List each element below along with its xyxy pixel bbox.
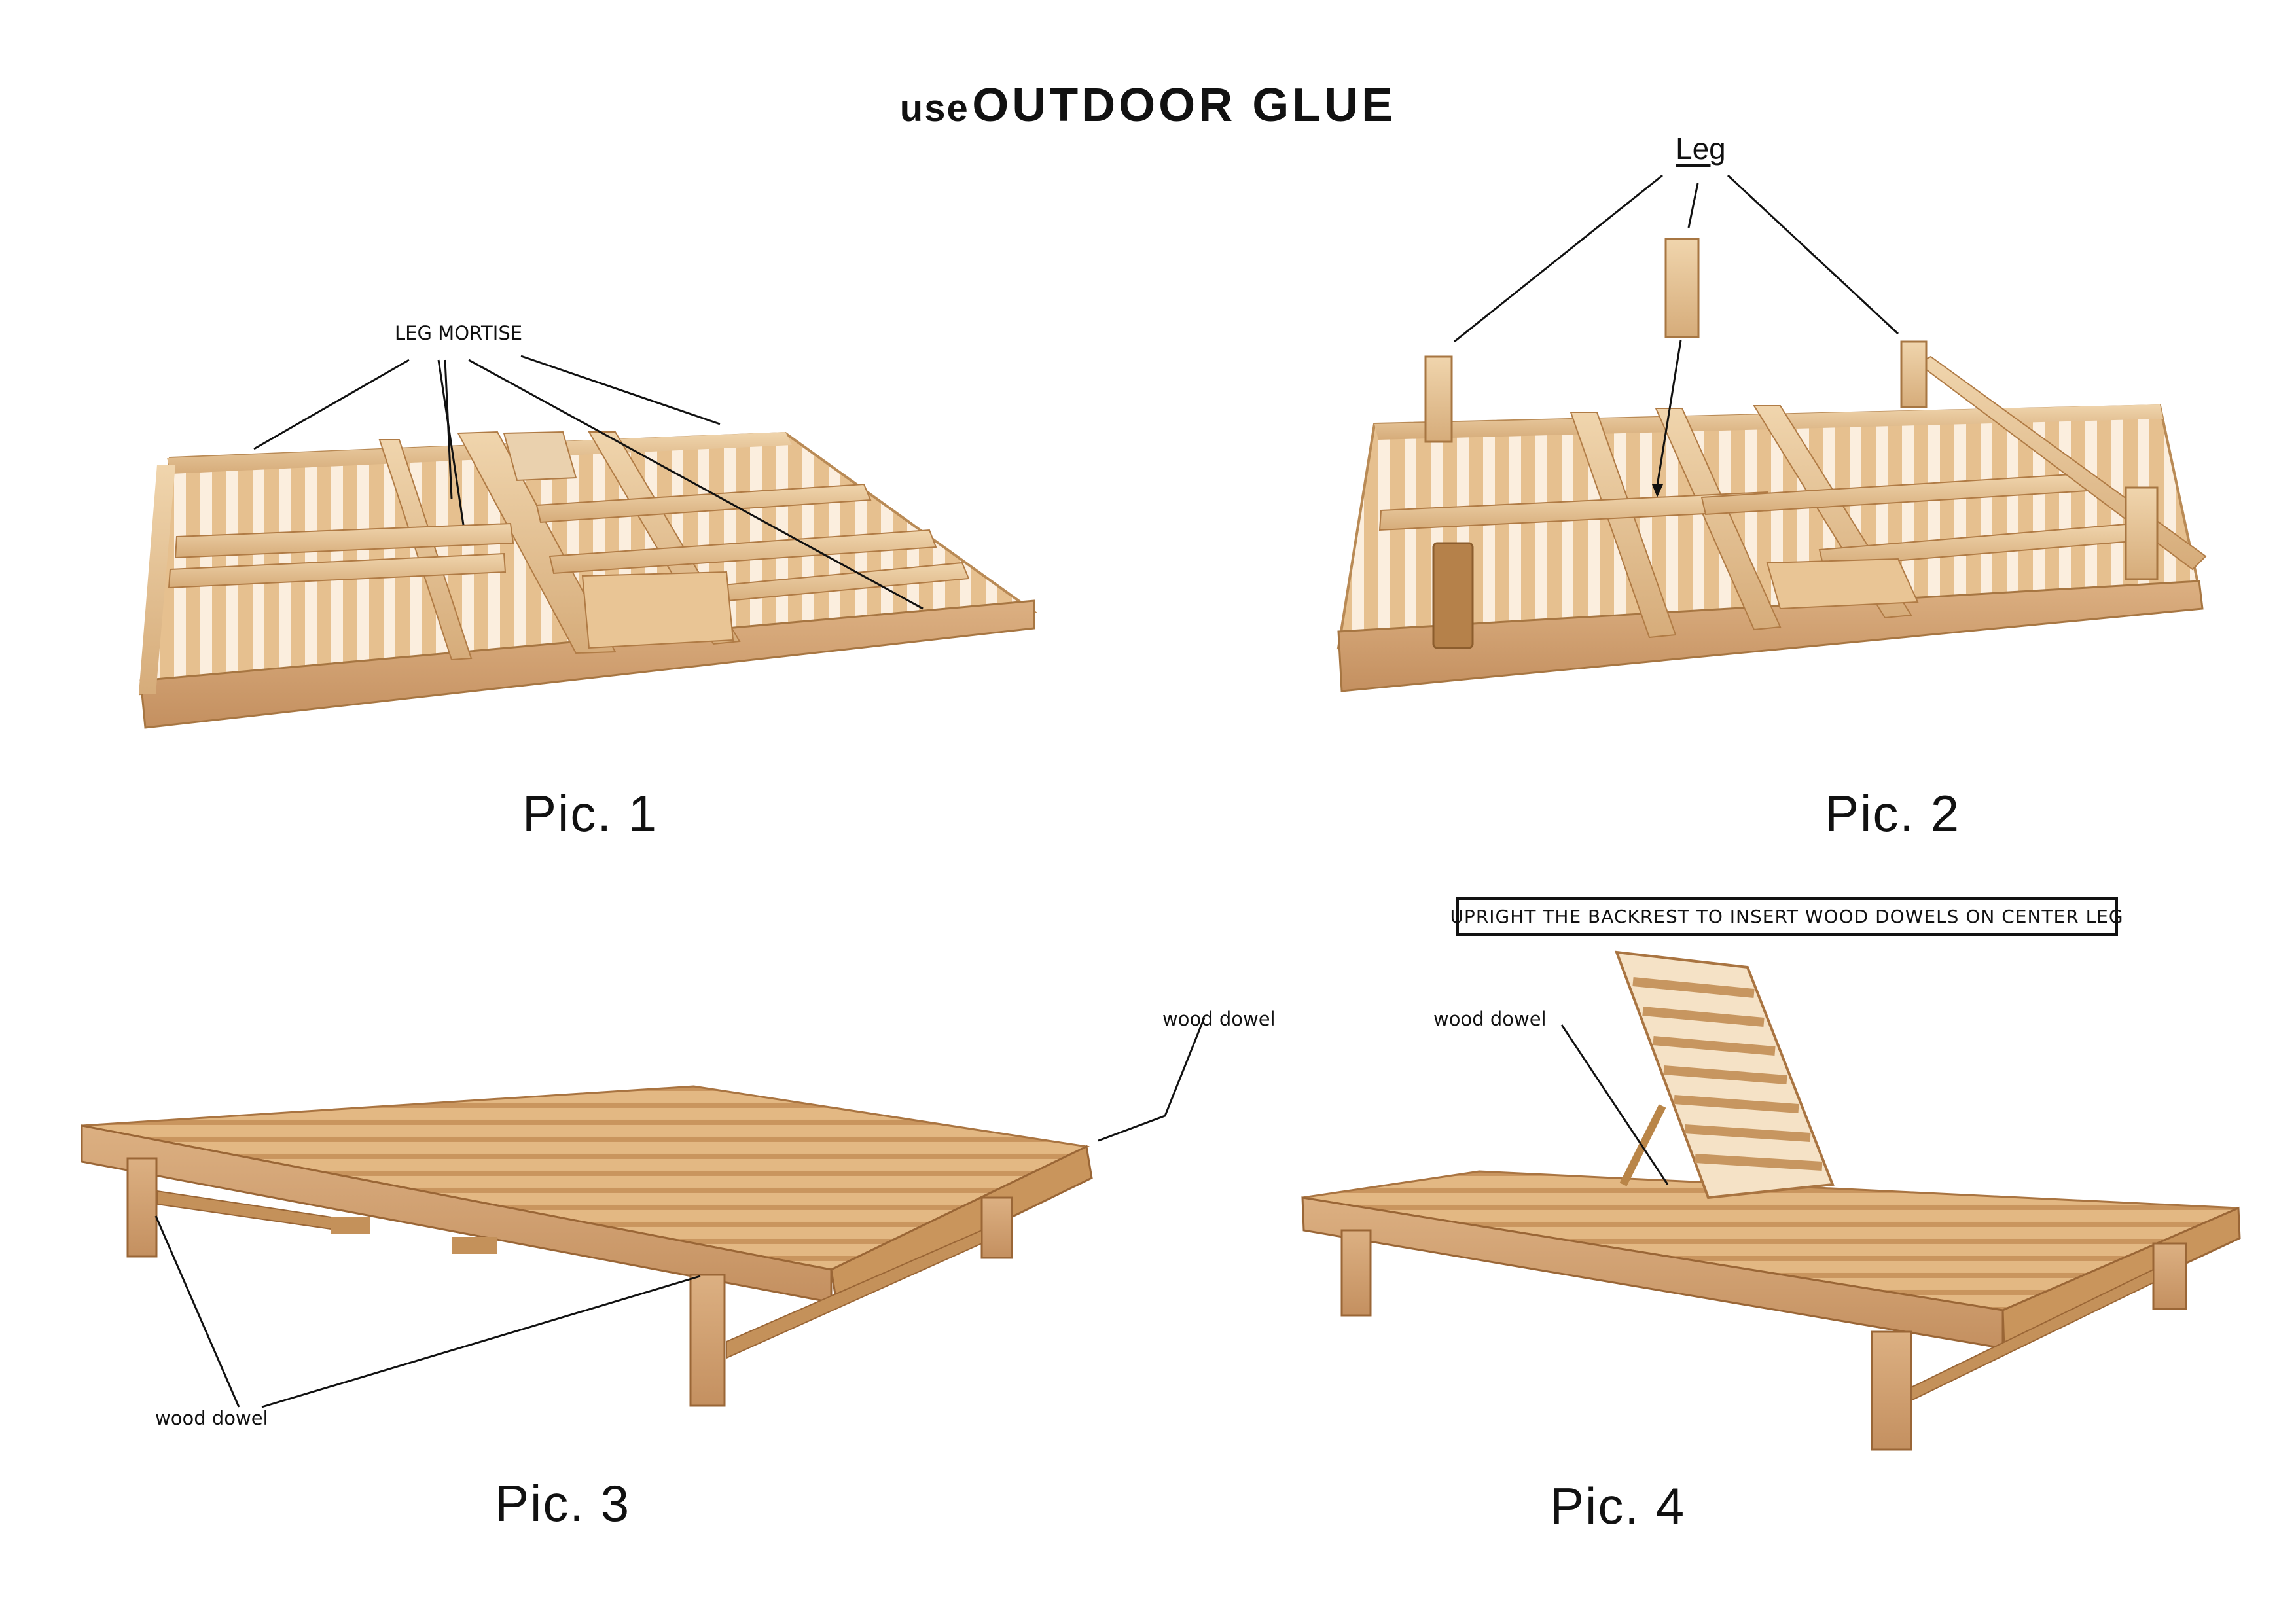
pic3-caption: Pic. 3 bbox=[495, 1474, 631, 1532]
pic4-instruction-note: UPRIGHT THE BACKREST TO INSERT WOOD DOWE… bbox=[1450, 897, 2123, 936]
leg-right-back bbox=[1900, 340, 1928, 408]
pic2-frame-illustration bbox=[1336, 238, 2207, 692]
title-emphasis: OUTDOOR GLUE bbox=[972, 79, 1397, 132]
pic3-callout-dowel-right: wood dowel bbox=[1162, 1008, 1276, 1030]
pic3-callout-dowel-left: wood dowel bbox=[155, 1407, 268, 1429]
pic4-callout-dowel: wood dowel bbox=[1433, 1008, 1547, 1030]
leg-loose bbox=[1664, 238, 1700, 338]
pic1-callout-leg-mortise: LEG MORTISE bbox=[395, 322, 523, 344]
leg-left-back bbox=[1424, 355, 1453, 443]
pic1-caption: Pic. 1 bbox=[522, 785, 658, 842]
page-title: use OUTDOOR GLUE bbox=[0, 79, 2296, 132]
title-prefix: use bbox=[899, 87, 969, 130]
backrest bbox=[1614, 950, 1835, 1200]
pic4-caption: Pic. 4 bbox=[1550, 1477, 1686, 1535]
pic3-lounger-illustration bbox=[81, 1085, 1093, 1407]
pic4-lounger-illustration bbox=[1301, 950, 2241, 1451]
pic2-callout-leg: Leg bbox=[1676, 132, 1726, 166]
pic1-frame-illustration bbox=[139, 431, 1038, 729]
pic2-caption: Pic. 2 bbox=[1825, 785, 1961, 842]
leg-right-front bbox=[2125, 486, 2159, 580]
leader-lines bbox=[154, 174, 1899, 1408]
leg-left-front bbox=[1432, 542, 1474, 649]
